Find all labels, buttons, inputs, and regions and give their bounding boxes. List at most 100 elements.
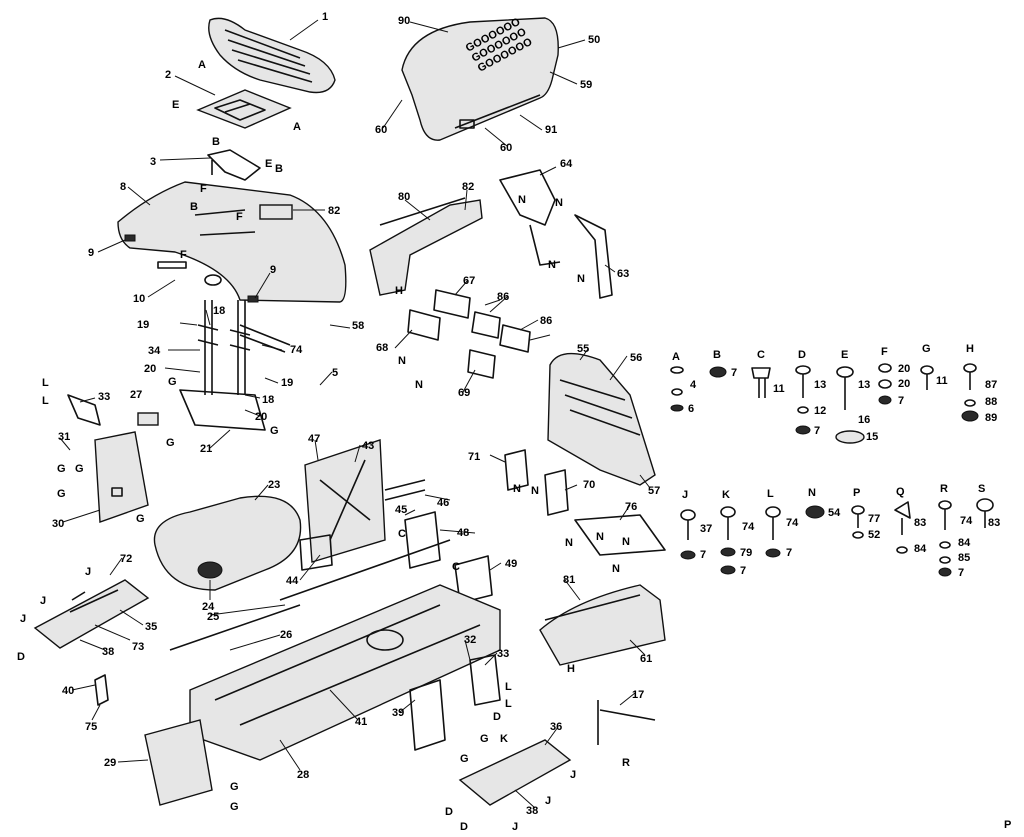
fuel-tank bbox=[153, 495, 302, 591]
callout-10: 10 bbox=[133, 293, 145, 305]
ref-letter: A bbox=[293, 121, 301, 133]
ref-letter: R bbox=[622, 757, 630, 769]
ref-letter: N bbox=[531, 485, 539, 497]
hw-num: 84 bbox=[914, 543, 927, 555]
callout-56: 56 bbox=[630, 352, 642, 364]
hw-letter-D: D bbox=[798, 349, 806, 361]
ref-letter: G bbox=[75, 463, 84, 475]
leader-lines bbox=[59, 19, 651, 809]
callout-24: 24 bbox=[202, 601, 215, 613]
callout-18-bottom: 18 bbox=[262, 394, 274, 406]
callout-68: 68 bbox=[376, 342, 388, 354]
callout-91: 91 bbox=[545, 124, 557, 136]
ref-letter: G bbox=[230, 781, 239, 793]
callout-numbers: 1 2 3 8 9 9 10 82 90 50 59 60 60 91 64 8… bbox=[52, 11, 660, 817]
ref-letter: N bbox=[518, 194, 526, 206]
ref-letter: G bbox=[57, 463, 66, 475]
callout-74: 74 bbox=[290, 344, 303, 356]
ref-letter: G bbox=[270, 425, 279, 437]
hw-num: 84 bbox=[958, 537, 971, 549]
hw-num: 11 bbox=[936, 375, 948, 387]
hw-num: 7 bbox=[814, 425, 820, 437]
ref-letter: D bbox=[17, 651, 25, 663]
callout-23: 23 bbox=[268, 479, 280, 491]
callout-49: 49 bbox=[505, 558, 517, 570]
ref-letter: J bbox=[40, 595, 46, 607]
callout-33-right: 33 bbox=[497, 648, 509, 660]
callout-30: 30 bbox=[52, 518, 64, 530]
corner-mark: P bbox=[1004, 819, 1011, 831]
hw-num: 6 bbox=[688, 403, 694, 415]
ref-letter: N bbox=[513, 483, 521, 495]
callout-35-left: 35 bbox=[145, 621, 157, 633]
drawbar bbox=[144, 719, 213, 806]
callout-19-right: 19 bbox=[281, 377, 293, 389]
hw-num: 74 bbox=[960, 515, 973, 527]
callout-29: 29 bbox=[104, 757, 116, 769]
callout-76: 76 bbox=[625, 501, 637, 513]
hw-letter-P: P bbox=[853, 487, 860, 499]
callout-90: 90 bbox=[398, 15, 410, 27]
callout-50: 50 bbox=[588, 34, 600, 46]
ref-letter: H bbox=[567, 663, 575, 675]
hw-letter-H: H bbox=[966, 343, 974, 355]
callout-58: 58 bbox=[352, 320, 364, 332]
seat-bracket bbox=[207, 149, 261, 181]
callout-75: 75 bbox=[85, 721, 97, 733]
callout-38-right: 38 bbox=[526, 805, 538, 817]
callout-61: 61 bbox=[640, 653, 652, 665]
hw-letter-C: C bbox=[757, 349, 765, 361]
callout-8: 8 bbox=[120, 181, 126, 193]
side-trim bbox=[369, 197, 483, 296]
ref-letter: A bbox=[198, 59, 206, 71]
callout-19-left: 19 bbox=[137, 319, 149, 331]
ref-letter: C bbox=[398, 528, 406, 540]
callout-5: 5 bbox=[332, 367, 338, 379]
callout-26: 26 bbox=[280, 629, 292, 641]
callout-17: 17 bbox=[632, 689, 644, 701]
callout-20-right: 20 bbox=[255, 411, 267, 423]
hw-num: 7 bbox=[898, 395, 904, 407]
hw-num: 83 bbox=[988, 517, 1000, 529]
hw-letter-N: N bbox=[808, 487, 816, 499]
hw-num: 20 bbox=[898, 378, 910, 390]
hw-num: 37 bbox=[700, 523, 712, 535]
callout-80: 80 bbox=[398, 191, 410, 203]
dash-panel bbox=[547, 352, 656, 486]
left-side-panel bbox=[67, 394, 159, 523]
callout-57: 57 bbox=[648, 485, 660, 497]
hw-letter-B: B bbox=[713, 349, 721, 361]
callout-86-b: 86 bbox=[540, 315, 552, 327]
hw-num: 4 bbox=[690, 379, 697, 391]
callout-39: 39 bbox=[392, 707, 404, 719]
firewall-panel bbox=[304, 439, 386, 563]
right-footrest bbox=[458, 739, 572, 806]
callout-82-hood: 82 bbox=[462, 181, 474, 193]
pin bbox=[597, 700, 656, 745]
hw-num: 85 bbox=[958, 552, 970, 564]
rear-fender bbox=[117, 181, 347, 303]
ref-letter: D bbox=[493, 711, 501, 723]
hw-num: 7 bbox=[786, 547, 792, 559]
callout-28: 28 bbox=[297, 769, 309, 781]
hw-num: 83 bbox=[914, 517, 926, 529]
ref-letter: J bbox=[570, 769, 576, 781]
callout-71: 71 bbox=[468, 451, 480, 463]
callout-73: 73 bbox=[132, 641, 144, 653]
ref-letter: L bbox=[505, 698, 512, 710]
callout-32: 32 bbox=[464, 634, 476, 646]
hw-num: 12 bbox=[814, 405, 826, 417]
hw-letter-A: A bbox=[672, 351, 680, 363]
callout-36: 36 bbox=[550, 721, 562, 733]
hw-num: 7 bbox=[958, 567, 964, 579]
ref-letter: G bbox=[57, 488, 66, 500]
hw-num: 7 bbox=[740, 565, 746, 577]
hw-num: 87 bbox=[985, 379, 997, 391]
footrest-mounts bbox=[94, 654, 501, 751]
ref-letter: J bbox=[512, 821, 518, 833]
hw-num: 89 bbox=[985, 412, 997, 424]
hood-hinge-bracket bbox=[499, 169, 613, 299]
callout-43: 43 bbox=[362, 440, 374, 452]
hw-num: 74 bbox=[742, 521, 755, 533]
ref-letter: G bbox=[460, 753, 469, 765]
